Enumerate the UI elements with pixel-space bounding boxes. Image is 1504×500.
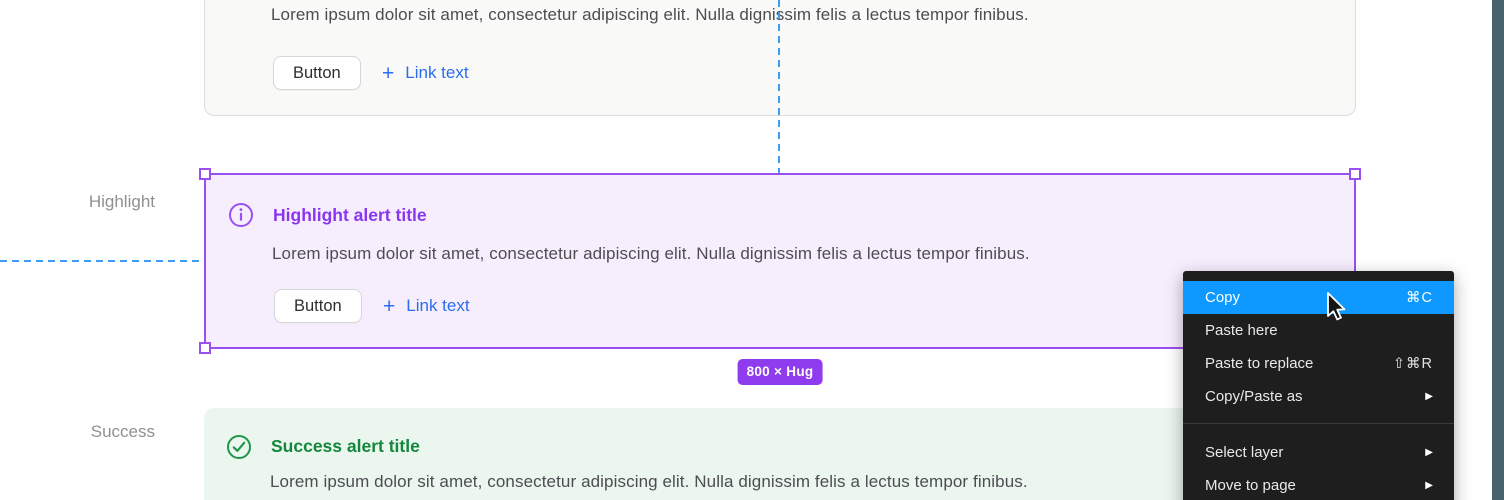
- alert-card-default[interactable]: Lorem ipsum dolor sit amet, consectetur …: [204, 0, 1356, 116]
- check-circle-icon: [226, 434, 252, 460]
- menu-item-paste-here[interactable]: Paste here: [1183, 314, 1454, 347]
- link-label: Link text: [405, 63, 469, 82]
- alert-body-text: Lorem ipsum dolor sit amet, consectetur …: [270, 472, 1028, 491]
- menu-item-label: Copy/Paste as: [1205, 388, 1303, 405]
- submenu-arrow-icon: ▶: [1425, 480, 1433, 491]
- menu-item-label: Move to page: [1205, 477, 1296, 494]
- alert-body-text: Lorem ipsum dolor sit amet, consectetur …: [272, 244, 1030, 263]
- menu-item-label: Select layer: [1205, 444, 1284, 461]
- alert-card-highlight[interactable]: Highlight alert title Lorem ipsum dolor …: [199, 168, 1361, 354]
- alert-card-success[interactable]: Success alert title Lorem ipsum dolor si…: [204, 408, 1356, 500]
- selection-handle-bottom-left[interactable]: [199, 342, 211, 354]
- selection-size-badge: 800 × Hug: [737, 359, 823, 385]
- plus-icon: +: [382, 61, 395, 85]
- alert-title: Success alert title: [271, 436, 420, 456]
- alert-title: Highlight alert title: [273, 205, 427, 225]
- menu-shortcut: ⌘C: [1406, 289, 1433, 306]
- alert-body-text: Lorem ipsum dolor sit amet, consectetur …: [271, 5, 1029, 24]
- context-menu: Copy ⌘C Paste here Paste to replace ⇧⌘R …: [1183, 271, 1454, 500]
- menu-separator: [1183, 423, 1454, 424]
- alert-link[interactable]: + Link text: [382, 56, 469, 90]
- alert-link[interactable]: + Link text: [383, 289, 470, 323]
- selection-handle-top-right[interactable]: [1349, 168, 1361, 180]
- menu-item-label: Copy: [1205, 289, 1241, 306]
- menu-item-paste-to-replace[interactable]: Paste to replace ⇧⌘R: [1183, 347, 1454, 380]
- link-label: Link text: [406, 296, 470, 315]
- submenu-arrow-icon: ▶: [1425, 391, 1433, 402]
- plus-icon: +: [383, 294, 396, 318]
- row-label-success: Success: [90, 422, 155, 441]
- center-guide-horizontal: [0, 260, 203, 262]
- row-label-highlight: Highlight: [88, 192, 155, 211]
- alert-button[interactable]: Button: [274, 289, 362, 323]
- menu-item-copy-paste-as[interactable]: Copy/Paste as ▶: [1183, 380, 1454, 413]
- menu-item-label: Paste here: [1205, 322, 1278, 339]
- menu-item-copy[interactable]: Copy ⌘C: [1183, 281, 1454, 314]
- menu-item-select-layer[interactable]: Select layer ▶: [1183, 436, 1454, 469]
- menu-shortcut: ⇧⌘R: [1392, 355, 1433, 372]
- submenu-arrow-icon: ▶: [1425, 447, 1433, 458]
- alert-button[interactable]: Button: [273, 56, 361, 90]
- right-panel-edge: [1492, 0, 1504, 500]
- info-circle-icon: [228, 202, 254, 228]
- selection-handle-top-left[interactable]: [199, 168, 211, 180]
- menu-item-move-to-page[interactable]: Move to page ▶: [1183, 469, 1454, 500]
- menu-item-label: Paste to replace: [1205, 355, 1314, 372]
- center-guide-vertical: [778, 0, 780, 173]
